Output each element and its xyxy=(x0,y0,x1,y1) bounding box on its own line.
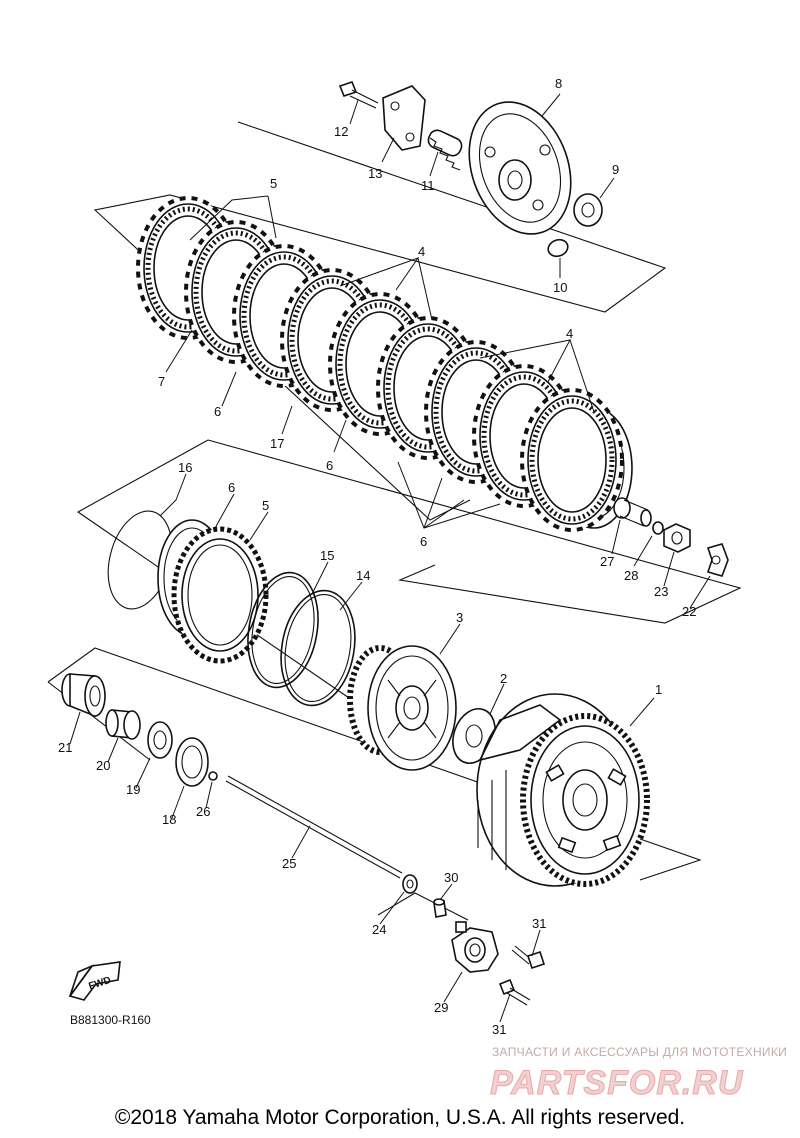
bearing xyxy=(573,193,603,227)
callouts: 1 2 3 4 4 5 5 6 6 6 6 7 8 9 10 11 12 13 … xyxy=(58,76,696,1037)
friction-plate xyxy=(520,388,624,532)
callout-6-c: 6 xyxy=(420,534,427,549)
bolt-31-upper xyxy=(511,945,546,970)
callout-5-lower: 5 xyxy=(262,498,269,513)
oring-10 xyxy=(547,238,569,258)
callout-28: 28 xyxy=(624,568,638,583)
callout-4-right: 4 xyxy=(566,326,573,341)
callout-3: 3 xyxy=(456,610,463,625)
ball-26 xyxy=(208,771,218,781)
group-frame-lever xyxy=(377,892,469,921)
callout-9: 9 xyxy=(612,162,619,177)
callout-10: 10 xyxy=(553,280,567,295)
bearing-24 xyxy=(402,874,418,894)
callout-18: 18 xyxy=(162,812,176,827)
callout-26: 26 xyxy=(196,804,210,819)
callout-7: 7 xyxy=(158,374,165,389)
spacer-20 xyxy=(105,709,141,740)
callout-23: 23 xyxy=(654,584,668,599)
callout-14: 14 xyxy=(356,568,370,583)
callout-6-d: 6 xyxy=(228,480,235,495)
retainer-plate xyxy=(382,85,426,151)
callout-21: 21 xyxy=(58,740,72,755)
callout-6-b: 6 xyxy=(326,458,333,473)
callout-5-upper: 5 xyxy=(270,176,277,191)
callout-17: 17 xyxy=(270,436,284,451)
diagram-code: B881300-R160 xyxy=(70,1013,151,1027)
callout-8: 8 xyxy=(555,76,562,91)
bearing-19 xyxy=(147,721,173,759)
lower-friction-5 xyxy=(171,526,269,664)
piece-30 xyxy=(433,898,447,918)
callout-31-upper: 31 xyxy=(532,916,546,931)
washer-18 xyxy=(175,737,209,787)
bolt-27 xyxy=(613,497,652,527)
callout-13: 13 xyxy=(368,166,382,181)
callout-1: 1 xyxy=(655,682,662,697)
bolt-31-lower xyxy=(498,978,531,1006)
callout-12: 12 xyxy=(334,124,348,139)
watermark-brand: PARTSFOR.RU xyxy=(490,1064,744,1102)
callout-6-a: 6 xyxy=(214,404,221,419)
clutch-housing xyxy=(476,693,650,887)
push-lever-29 xyxy=(451,921,499,973)
lock-washer-22 xyxy=(706,543,729,577)
callout-2: 2 xyxy=(500,671,507,686)
circlip-28 xyxy=(652,521,664,535)
spring xyxy=(427,129,463,171)
pressure-plate xyxy=(468,101,572,235)
callout-22: 22 xyxy=(682,604,696,619)
clutch-boss xyxy=(347,645,457,771)
group-frame-upper xyxy=(93,121,667,521)
callout-25: 25 xyxy=(282,856,296,871)
callout-30: 30 xyxy=(444,870,458,885)
callout-15: 15 xyxy=(320,548,334,563)
callout-16: 16 xyxy=(178,460,192,475)
callout-11: 11 xyxy=(421,178,435,193)
callout-29: 29 xyxy=(434,1000,448,1015)
watermark-tagline: ЗАПЧАСТИ И АКСЕССУАРЫ ДЛЯ МОТОТЕХНИКИ xyxy=(492,1045,787,1059)
callout-24: 24 xyxy=(372,922,386,937)
callout-31-lower: 31 xyxy=(492,1022,506,1037)
callout-19: 19 xyxy=(126,782,140,797)
bolt-12 xyxy=(338,81,379,109)
callout-20: 20 xyxy=(96,758,110,773)
bushing-21 xyxy=(61,673,106,718)
leader-lines xyxy=(69,93,711,1023)
push-rod-25 xyxy=(225,775,403,879)
ring-14 xyxy=(280,589,356,707)
copyright-notice: ©2018 Yamaha Motor Corporation, U.S.A. A… xyxy=(115,1106,685,1129)
fwd-arrow-icon: FWD xyxy=(68,961,121,1001)
callout-4-upper: 4 xyxy=(418,244,425,259)
callout-27: 27 xyxy=(600,554,614,569)
group-frame-middle xyxy=(76,439,742,701)
watermark: ЗАПЧАСТИ И АКСЕССУАРЫ ДЛЯ МОТОТЕХНИКИ PA… xyxy=(490,1045,787,1103)
clutch-plate-stack xyxy=(136,196,633,532)
nut-23 xyxy=(663,523,691,553)
ring-15 xyxy=(247,571,319,689)
